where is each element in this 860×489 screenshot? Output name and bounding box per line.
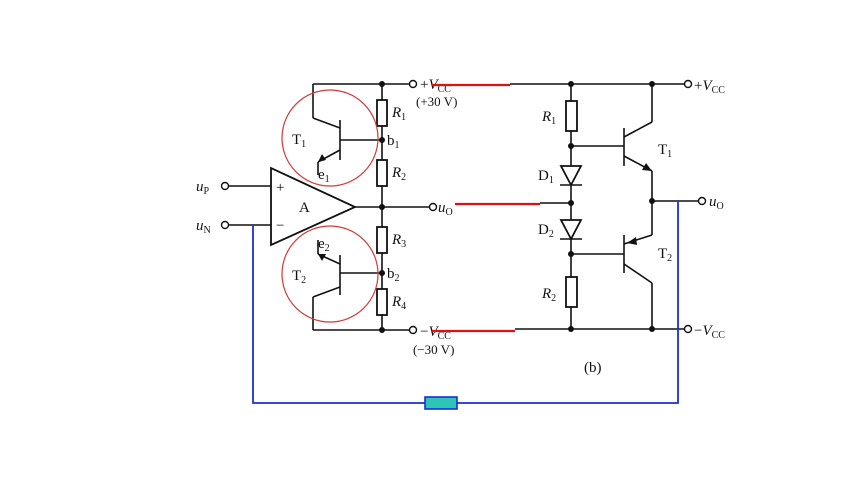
b1-label: b1 [387,133,400,151]
t1-collector [312,117,341,129]
b2-label: b2 [387,266,400,284]
junction-dot [568,326,574,332]
r2-label: R2 [391,165,406,183]
feedback-wire-left [252,225,425,404]
left-uo-label: uO [438,200,453,218]
vcc-bottom-value: (−30 V) [413,342,454,357]
un-terminal [220,220,230,230]
right-vcc-neg-label: −VCC [694,323,725,341]
d2-label: D2 [538,222,554,240]
t2-label: T2 [292,268,306,286]
d1-label: D1 [538,168,554,186]
right-uo-label: uO [709,194,724,212]
right-vcc-pos-label: +VCC [694,78,725,96]
r1-label: R1 [391,105,406,123]
junction-dot [649,81,655,87]
junction-dot [649,326,655,332]
feedback-path [252,201,679,410]
right-vcc-neg-terminal [683,324,693,334]
output-terminal [428,202,438,212]
vcc-bottom-terminal [408,325,418,335]
right-t1-emitter-arrow [642,163,652,171]
e2-label: e2 [318,236,330,254]
t2-highlight-circle [281,225,379,323]
right-t1-collector [623,121,653,138]
t2-collector [312,286,341,298]
r3-label: R3 [391,232,406,250]
right-t2-label: T2 [658,246,672,264]
e1-label: e1 [318,167,330,185]
right-r1-resistor [565,100,578,132]
t1-highlight-circle [281,89,379,187]
vcc-top-value: (+30 V) [416,94,457,109]
right-vcc-pos-terminal [683,79,693,89]
figure-caption: (b) [584,360,602,376]
right-t1-label: T1 [658,142,672,160]
right-t2-emitter-arrow [627,237,637,245]
un-label: uN [196,218,211,236]
vcc-bottom-label: −VCC [420,324,451,342]
right-circuit: +VCC −VCC uO R1 R2 D1 D2 T1 T2 (b) [510,78,725,376]
t2-emitter-arrow [318,254,326,261]
r2-resistor [376,159,388,187]
up-terminal [220,181,230,191]
highlight-connectors [432,83,540,333]
junction-dot [568,200,574,206]
t1-emitter-arrow [318,154,326,162]
opamp-triangle [270,166,358,247]
opamp-minus-sign: − [276,218,284,234]
r4-label: R4 [391,294,406,312]
right-r1-label: R1 [541,109,556,127]
t1-label: T1 [292,132,306,150]
junction-dot [379,327,385,333]
right-r2-resistor [565,276,578,308]
d2-diode [559,219,583,241]
right-t2-collector [623,263,653,284]
opamp-label: A [299,200,310,216]
left-circuit: A + − uP uN uO T1 T2 e1 e2 b1 b2 R1 R2 R… [196,77,457,357]
feedback-wire-right [457,201,679,404]
junction-dot [379,81,385,87]
vcc-top-terminal [408,79,418,89]
r3-resistor [376,226,388,254]
right-r2-label: R2 [541,286,556,304]
r4-resistor [376,288,388,316]
junction-dot [568,81,574,87]
d1-diode [559,165,583,187]
opamp-plus-sign: + [276,180,284,196]
r1-resistor [376,99,388,127]
up-label: uP [196,179,210,197]
feedback-resistor [424,396,458,410]
right-output-terminal [697,196,707,206]
